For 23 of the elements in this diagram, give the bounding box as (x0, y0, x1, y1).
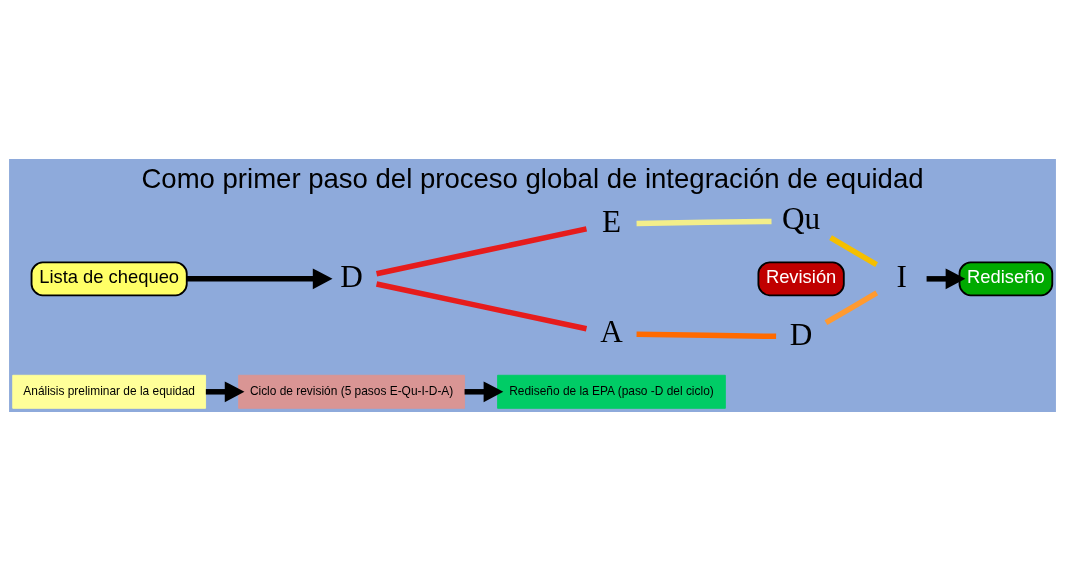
node-text: A (600, 313, 623, 349)
arrow (205, 380, 245, 402)
connector (824, 290, 879, 325)
node-text: D (789, 316, 813, 352)
connector (636, 218, 772, 226)
node-box: Lista de chequeo (30, 260, 188, 296)
node-text: I (896, 258, 907, 294)
connector (375, 280, 588, 331)
arrow (186, 268, 333, 289)
node-box: Rediseño (958, 260, 1054, 296)
node-box: Rediseño de la EPA (paso -D del ciclo) (497, 374, 726, 409)
connector (636, 331, 777, 339)
arrow (464, 380, 504, 402)
connector (829, 234, 878, 267)
node-box: Revisión (757, 260, 845, 296)
node-text: Qu (782, 200, 821, 236)
node-box: Análisis preliminar de la equidad (12, 374, 207, 409)
node-box: Ciclo de revisión (5 pasos E-Qu-I-D-A) (238, 374, 465, 409)
connector (375, 225, 588, 276)
arrow (926, 268, 966, 289)
node-text: D (340, 258, 363, 294)
node-text: E (601, 203, 622, 239)
diagram-title: Como primer paso del proceso global de integración de equidad (141, 162, 924, 194)
